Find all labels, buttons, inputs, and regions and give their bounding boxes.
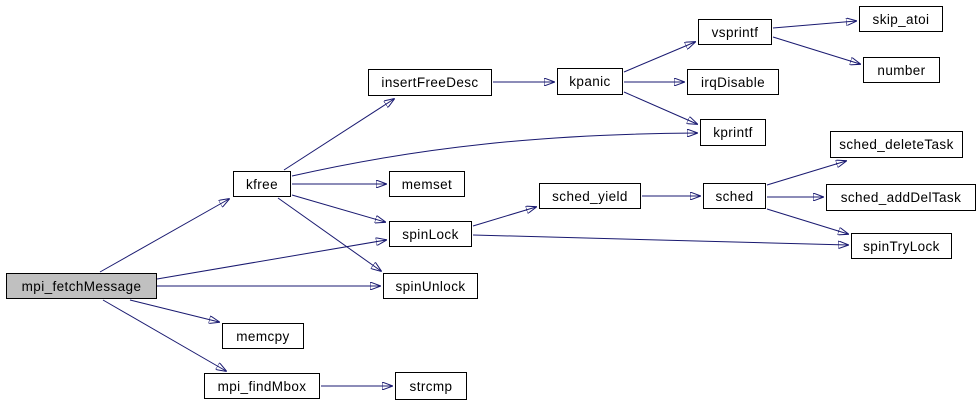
node-strcmp[interactable]: strcmp [395,372,467,400]
node-mpi_findMbox[interactable]: mpi_findMbox [204,373,320,399]
edge-mpi_fetchMessage-memcpy [129,299,219,322]
node-irqDisable[interactable]: irqDisable [687,69,779,95]
edge-mpi_fetchMessage-kfree [99,199,229,273]
node-sched_yield[interactable]: sched_yield [539,183,641,209]
node-sched[interactable]: sched [703,183,766,209]
node-memset[interactable]: memset [389,171,465,197]
edge-sched-spinTryLock [766,208,848,234]
edge-kfree-insertFreeDesc [283,99,394,171]
edge-vsprintf-number [772,36,860,64]
edge-vsprintf-skip_atoi [772,21,856,29]
edge-kfree-kprintf [291,133,697,177]
node-spinUnlock[interactable]: spinUnlock [383,273,478,299]
edge-kpanic-kprintf [623,91,697,124]
edge-spinLock-spinTryLock [472,234,848,245]
node-mpi_fetchMessage: mpi_fetchMessage [6,273,157,299]
node-memcpy[interactable]: memcpy [222,323,304,349]
node-spinTryLock[interactable]: spinTryLock [851,233,952,259]
node-insertFreeDesc[interactable]: insertFreeDesc [368,69,492,96]
node-kpanic[interactable]: kpanic [557,68,623,95]
edge-kfree-spinUnlock [277,197,381,271]
edge-kpanic-vsprintf [623,42,695,73]
edge-sched-sched_deleteTask [766,161,846,186]
node-kfree[interactable]: kfree [233,171,291,197]
node-sched_addDelTask[interactable]: sched_addDelTask [826,184,976,211]
edge-kfree-spinLock [291,194,385,222]
node-spinLock[interactable]: spinLock [389,221,472,247]
edge-mpi_fetchMessage-spinLock [156,240,386,280]
node-skip_atoi[interactable]: skip_atoi [859,6,943,32]
node-sched_deleteTask[interactable]: sched_deleteTask [830,131,963,158]
edge-spinLock-sched_yield [472,207,536,227]
node-number[interactable]: number [863,57,940,83]
edge-mpi_fetchMessage-mpi_findMbox [102,299,226,371]
node-kprintf[interactable]: kprintf [700,119,766,146]
node-vsprintf[interactable]: vsprintf [698,19,772,45]
